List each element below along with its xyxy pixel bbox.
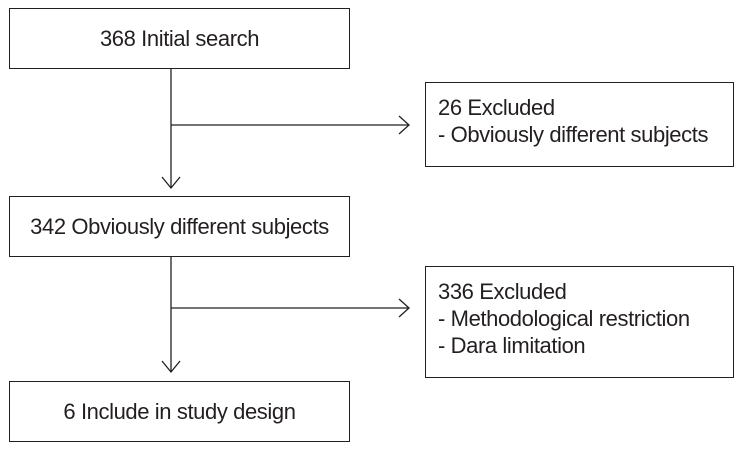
step-initial-search-label: 368 Initial search [99,26,260,51]
exclusion-box-2: 336 Excluded - Methodological restrictio… [425,266,734,378]
step-included-studies-label: 6 Include in study design [63,399,296,424]
step-screened-subjects: 342 Obviously different subjects [9,196,350,257]
arrowhead-down-1 [161,176,181,190]
exclusion-2-title: 336 Excluded [438,279,567,304]
step-included-studies: 6 Include in study design [9,381,350,442]
arrowhead-right-2 [398,298,410,318]
exclusion-2-reason: - Methodological restriction [438,306,690,331]
step-screened-subjects-label: 342 Obviously different subjects [30,214,329,239]
arrowhead-down-2 [161,360,181,374]
step-initial-search: 368 Initial search [9,8,350,69]
exclusion-2-reason: - Dara limitation [438,333,586,358]
exclusion-box-1: 26 Excluded - Obviously different subjec… [425,82,734,167]
exclusion-1-reason: - Obviously different subjects [438,122,709,147]
arrowhead-right-1 [398,115,410,135]
exclusion-1-title: 26 Excluded [438,95,555,120]
